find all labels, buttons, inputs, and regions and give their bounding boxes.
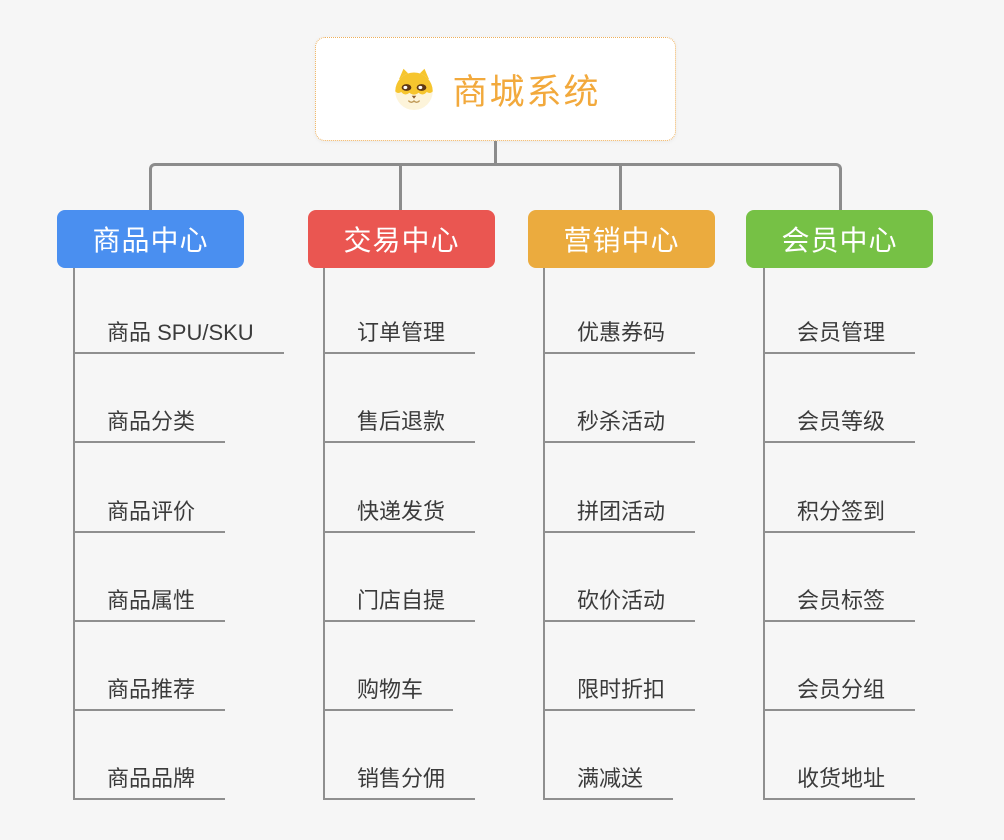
leaf-item[interactable]: 商品评价 [75,499,226,533]
leaf-item[interactable]: 商品分类 [75,409,226,443]
branch-children-marketing-center: 优惠券码 秒杀活动 拼团活动 砍价活动 限时折扣 满减送 [543,268,783,800]
leaf-item[interactable]: 积分签到 [765,499,916,533]
leaf-item[interactable]: 限时折扣 [545,677,696,711]
leaf-item[interactable]: 秒杀活动 [545,409,696,443]
leaf-item[interactable]: 会员标签 [765,588,916,622]
branch-label: 商品中心 [92,225,209,256]
branch-node-product-center[interactable]: 商品中心 [57,210,244,268]
branch-node-trade-center[interactable]: 交易中心 [308,210,495,268]
connector-drop [619,163,622,210]
leaf-item[interactable]: 商品品牌 [75,766,226,800]
branch-label: 交易中心 [343,225,460,256]
leaf-item[interactable]: 销售分佣 [325,766,476,800]
branch-node-member-center[interactable]: 会员中心 [746,210,933,268]
leaf-item[interactable]: 商品 SPU/SKU [75,320,284,354]
root-title: 商城系统 [452,72,601,112]
branch-children-member-center: 会员管理 会员等级 积分签到 会员标签 会员分组 收货地址 [763,268,1003,800]
root-node[interactable]: 商城系统 [315,37,676,141]
leaf-item[interactable]: 满减送 [545,766,674,800]
leaf-item[interactable]: 售后退款 [325,409,476,443]
leaf-item[interactable]: 砍价活动 [545,588,696,622]
leaf-item[interactable]: 门店自提 [325,588,476,622]
leaf-item[interactable]: 拼团活动 [545,499,696,533]
branch-label: 会员中心 [781,225,898,256]
branch-children-trade-center: 订单管理 售后退款 快递发货 门店自提 购物车 销售分佣 [323,268,563,800]
leaf-item[interactable]: 会员管理 [765,320,916,354]
connector-bracket [149,163,842,210]
branch-label: 营销中心 [563,225,680,256]
leaf-item[interactable]: 优惠券码 [545,320,696,354]
connector-root-stem [494,141,497,165]
leaf-item[interactable]: 商品推荐 [75,677,226,711]
leaf-item[interactable]: 购物车 [325,677,454,711]
leaf-item[interactable]: 快递发货 [325,499,476,533]
leaf-item[interactable]: 会员等级 [765,409,916,443]
leaf-item[interactable]: 会员分组 [765,677,916,711]
branch-node-marketing-center[interactable]: 营销中心 [528,210,715,268]
leaf-item[interactable]: 订单管理 [325,320,476,354]
branch-children-product-center: 商品 SPU/SKU 商品分类 商品评价 商品属性 商品推荐 商品品牌 [73,268,313,800]
leaf-item[interactable]: 收货地址 [765,766,916,800]
leaf-item[interactable]: 商品属性 [75,588,226,622]
connector-drop [399,163,402,210]
shiba-dog-icon [390,67,438,111]
